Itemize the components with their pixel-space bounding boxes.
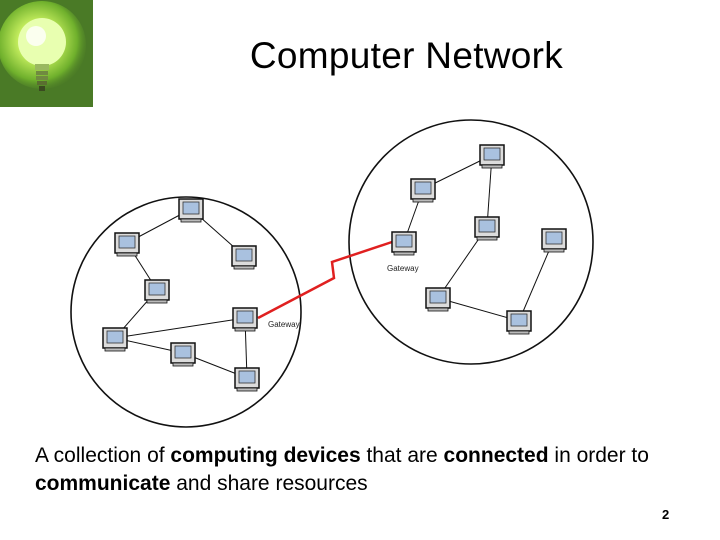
right-network-circle [348, 119, 594, 365]
right-computer-1 [479, 144, 505, 169]
right-computer-5 [425, 287, 451, 312]
network-diagram: Gateway Gateway [70, 119, 594, 428]
title-band [93, 0, 720, 107]
left-computer-2 [114, 232, 140, 257]
right-computer-3 [474, 216, 500, 241]
left-gateway-label: Gateway [268, 320, 300, 329]
left-network-circle [70, 196, 302, 428]
caption-text-1: A collection of [35, 444, 171, 467]
caption-bold-connected: connected [443, 444, 549, 467]
caption-text-4: and share resources [170, 472, 368, 495]
left-gateway-computer [232, 307, 258, 332]
lightbulb-logo [0, 0, 93, 107]
left-computer-6 [170, 342, 196, 367]
right-computer-4 [541, 228, 567, 253]
right-computer-2 [410, 178, 436, 203]
left-computer-4 [144, 279, 170, 304]
right-computer-6 [506, 310, 532, 335]
slide-caption: A collection of computing devices that a… [35, 442, 675, 498]
right-gateway-label: Gateway [387, 264, 419, 273]
left-computer-1 [178, 198, 204, 223]
caption-text-2: that are [360, 444, 444, 467]
left-computer-7 [234, 367, 260, 392]
slide-title: Computer Network [249, 35, 564, 76]
page-number: 2 [662, 507, 670, 522]
left-computer-3 [231, 245, 257, 270]
lightbulb-icon [0, 1, 86, 91]
wan-link [257, 240, 393, 320]
caption-bold-communicate: communicate [35, 472, 171, 495]
caption-text-3: in order to [548, 444, 649, 467]
caption-bold-computing-devices: computing devices [170, 444, 361, 467]
left-computer-5 [102, 327, 128, 352]
right-gateway-computer [391, 231, 417, 256]
